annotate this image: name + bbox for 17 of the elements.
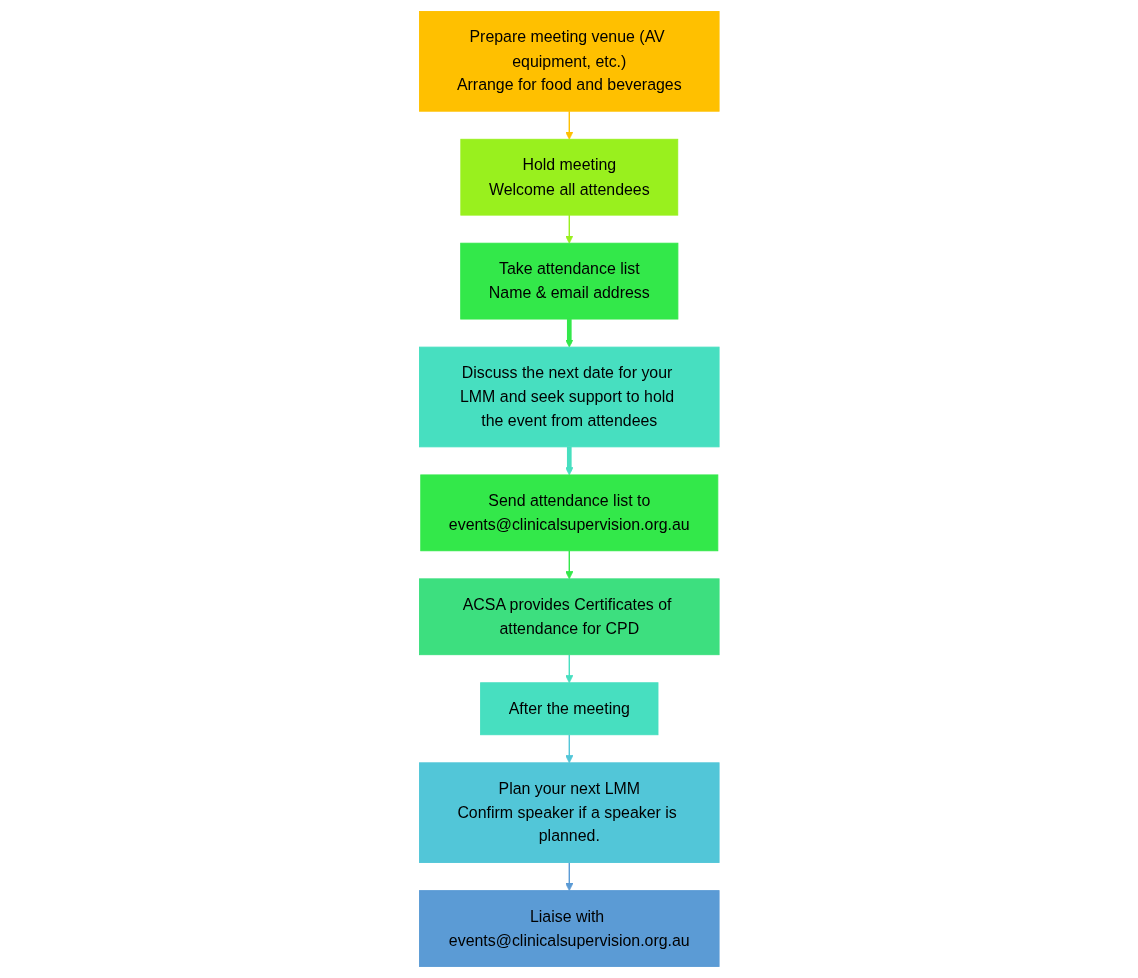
node-box: Send attendance list to events@clinicalsupervision.org.au [420, 474, 718, 552]
node-box: Take attendance list Name & email address [459, 242, 679, 320]
node-box: Prepare meeting venue (AV equipment, etc.) Arrange for food and beverages [418, 11, 720, 112]
node-box: Liaise with events@clinicalsupervision.org.au [418, 890, 720, 967]
arrow [564, 214, 574, 244]
node-box: ACSA provides Certificates of attendance for CPD [418, 578, 720, 656]
node-box: Plan your next LMM Confirm speaker if a speaker is planned. [418, 762, 720, 864]
arrow [564, 734, 574, 764]
arrow [564, 550, 574, 580]
arrow [564, 446, 574, 476]
node-box: After the meeting [479, 682, 659, 736]
arrow [564, 861, 574, 891]
arrow [564, 319, 574, 348]
arrow [564, 110, 574, 140]
arrow [564, 654, 574, 684]
node-box: Hold meeting Welcome all attendees [460, 138, 678, 216]
node-box: Discuss the next date for your LMM and seek support to hold the event from attendees [418, 346, 720, 448]
